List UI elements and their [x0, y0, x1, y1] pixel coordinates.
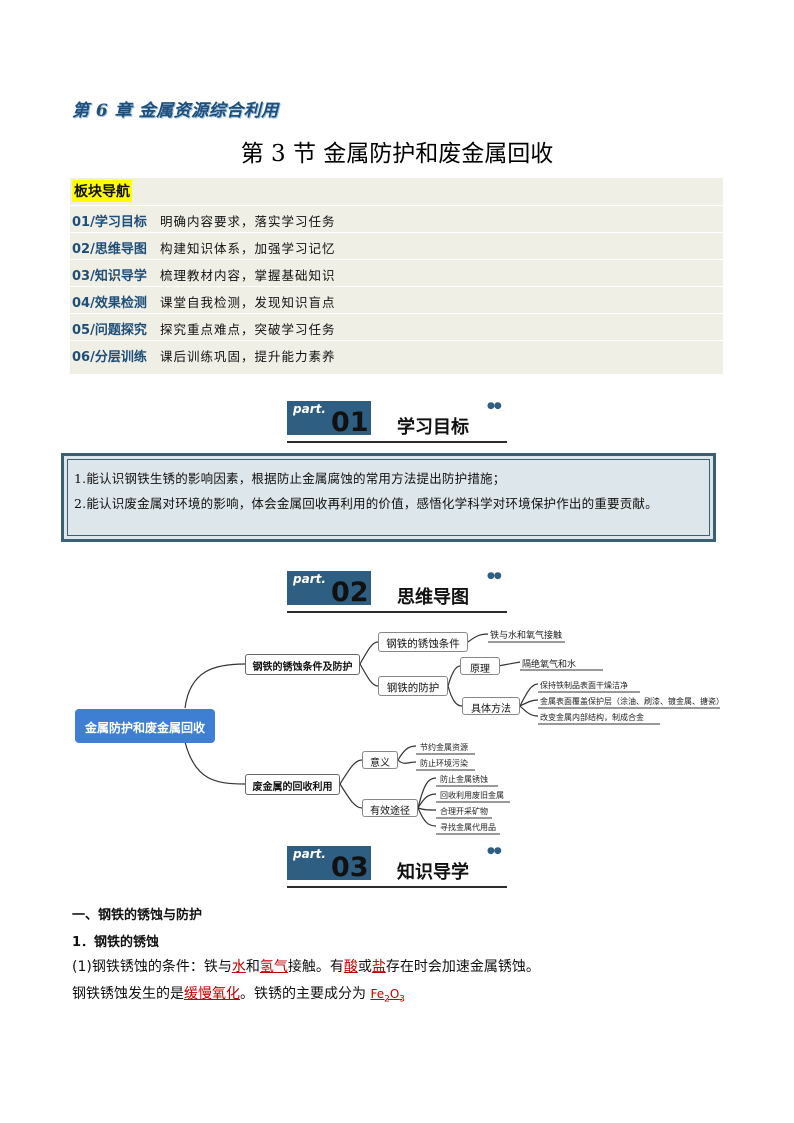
mind-map-leaf: 隔绝氧气和水 — [522, 660, 577, 670]
nav-row-label: 05/问题探究 — [72, 323, 147, 338]
mind-map-leaf: 改变金属内部结构，制成合金 — [540, 713, 644, 722]
part-title: 学习目标 — [397, 417, 469, 438]
mind-map-node: 钢铁的防护 — [378, 676, 448, 696]
nav-row-desc: 课后训练巩固，提升能力素养 — [160, 349, 336, 364]
part-underline — [287, 441, 507, 443]
chapter-title: 第 6 章 金属资源综合利用 — [72, 101, 279, 121]
mind-map-leaf: 节约金属资源 — [420, 743, 468, 752]
droplet-icon: ●● — [487, 401, 502, 411]
heading-level-1: 一、钢铁的锈蚀与防护 — [72, 908, 203, 923]
mind-map-node: 有效途径 — [362, 799, 418, 817]
nav-row-desc: 明确内容要求，落实学习任务 — [160, 214, 336, 229]
nav-row-desc: 课堂自我检测，发现知识盲点 — [160, 295, 336, 310]
nav-row-label: 03/知识导学 — [72, 269, 147, 284]
formula-subscript: 3 — [399, 994, 406, 1005]
part-02-banner: part. 02 思维导图 ●● — [287, 571, 507, 615]
goal-item: 2.能认识废金属对环境的影响，体会金属回收再利用的价值，感悟化学科学对环境保护作… — [74, 496, 658, 511]
formula-part: O — [389, 987, 400, 1001]
text-run: 接触。有 — [287, 959, 344, 975]
answer-blank: 水 — [231, 959, 246, 975]
nav-row-desc: 探究重点难点，突破学习任务 — [160, 322, 336, 337]
part-tag: part. — [287, 401, 371, 435]
answer-blank: 缓慢氧化 — [184, 986, 240, 1002]
part-01-banner: part. 01 学习目标 ●● — [287, 401, 507, 445]
answer-blank: 盐 — [371, 959, 386, 975]
section-navigation: 板块导航 01/学习目标 明确内容要求，落实学习任务 02/思维导图 构建知识体… — [70, 178, 723, 374]
mind-map-leaf: 金属表面覆盖保护层（涂油、刷漆、镀金属、搪瓷） — [540, 697, 724, 706]
answer-blank: 酸 — [343, 959, 358, 975]
part-tag-text: part. — [293, 847, 326, 861]
heading-level-2: 1．钢铁的锈蚀 — [72, 935, 160, 950]
part-tag-text: part. — [293, 572, 326, 586]
part-title: 思维导图 — [397, 587, 469, 608]
nav-row-label: 04/效果检测 — [72, 296, 147, 311]
part-03-banner: part. 03 知识导学 ●● — [287, 846, 507, 890]
part-underline — [287, 611, 507, 613]
answer-blank: 氢气 — [259, 959, 288, 975]
text-run: 和 — [245, 959, 260, 975]
nav-row[interactable]: 06/分层训练 课后训练巩固，提升能力素养 — [70, 340, 723, 366]
mind-map-leaf: 合理开采矿物 — [440, 807, 488, 816]
part-tag: part. — [287, 846, 371, 880]
mind-map-leaf: 铁与水和氧气接触 — [490, 631, 563, 641]
text-run: 钢铁锈蚀发生的是 — [72, 986, 184, 1002]
nav-row-desc: 梳理教材内容，掌握基础知识 — [160, 268, 336, 283]
nav-row[interactable]: 05/问题探究 探究重点难点，突破学习任务 — [70, 313, 723, 339]
mind-map-branch-node: 钢铁的锈蚀条件及防护 — [245, 654, 360, 675]
mind-map-leaf: 防止金属锈蚀 — [440, 775, 488, 784]
mind-map-leaf: 寻找金属代用品 — [440, 823, 496, 832]
nav-row[interactable]: 02/思维导图 构建知识体系，加强学习记忆 — [70, 232, 723, 258]
nav-row-desc: 构建知识体系，加强学习记忆 — [160, 241, 336, 256]
mind-map-node: 原理 — [460, 657, 500, 675]
part-number: 02 — [331, 577, 369, 608]
mind-map-leaf: 回收利用废旧金属 — [440, 791, 504, 800]
part-tag: part. — [287, 571, 371, 605]
part-tag-text: part. — [293, 402, 326, 416]
learning-goals-box: 1.能认识钢铁生锈的影响因素，根据防止金属腐蚀的常用方法提出防护措施； 2.能认… — [61, 453, 716, 542]
paragraph-rust-conditions: (1)钢铁锈蚀的条件：铁与水和氢气接触。有酸或盐存在时会加速金属锈蚀。 — [72, 956, 540, 976]
formula-fe2o3: Fe2O3 — [370, 987, 406, 1005]
section-title: 第 3 节 金属防护和废金属回收 — [240, 141, 554, 167]
part-title: 知识导学 — [397, 862, 469, 883]
mind-map-node: 意义 — [362, 751, 398, 769]
formula-subscript: 2 — [384, 994, 390, 1005]
part-underline — [287, 886, 507, 888]
nav-row[interactable]: 03/知识导学 梳理教材内容，掌握基础知识 — [70, 259, 723, 285]
nav-row-label: 01/学习目标 — [72, 215, 147, 230]
droplet-icon: ●● — [487, 846, 502, 856]
mind-map-node: 钢铁的锈蚀条件 — [378, 632, 468, 652]
text-run: 存在时会加速金属锈蚀。 — [385, 959, 540, 975]
goal-item: 1.能认识钢铁生锈的影响因素，根据防止金属腐蚀的常用方法提出防护措施； — [74, 471, 506, 486]
nav-row-label: 06/分层训练 — [72, 350, 147, 365]
mind-map-node: 具体方法 — [462, 697, 520, 715]
text-run: (1)钢铁锈蚀的条件：铁与 — [72, 959, 232, 975]
learning-goals-inner: 1.能认识钢铁生锈的影响因素，根据防止金属腐蚀的常用方法提出防护措施； 2.能认… — [67, 459, 710, 536]
mind-map-leaf: 防止环境污染 — [420, 759, 468, 768]
mind-map-leaf: 保持铁制品表面干燥洁净 — [540, 681, 628, 690]
nav-row-label: 02/思维导图 — [72, 242, 147, 257]
text-run: 。铁锈的主要成分为 — [240, 986, 371, 1002]
nav-heading: 板块导航 — [72, 180, 132, 202]
mind-map-root-node: 金属防护和废金属回收 — [75, 709, 215, 743]
mind-map-branch-node: 废金属的回收利用 — [245, 774, 340, 795]
text-run: 或 — [357, 959, 372, 975]
paragraph-rust-composition: 钢铁锈蚀发生的是缓慢氧化。铁锈的主要成分为 Fe2O3 — [72, 983, 405, 1004]
nav-row[interactable]: 04/效果检测 课堂自我检测，发现知识盲点 — [70, 286, 723, 312]
nav-row[interactable]: 01/学习目标 明确内容要求，落实学习任务 — [70, 205, 723, 231]
formula-part: Fe — [370, 987, 385, 1001]
part-number: 01 — [331, 407, 369, 438]
droplet-icon: ●● — [487, 571, 502, 581]
part-number: 03 — [331, 852, 369, 883]
